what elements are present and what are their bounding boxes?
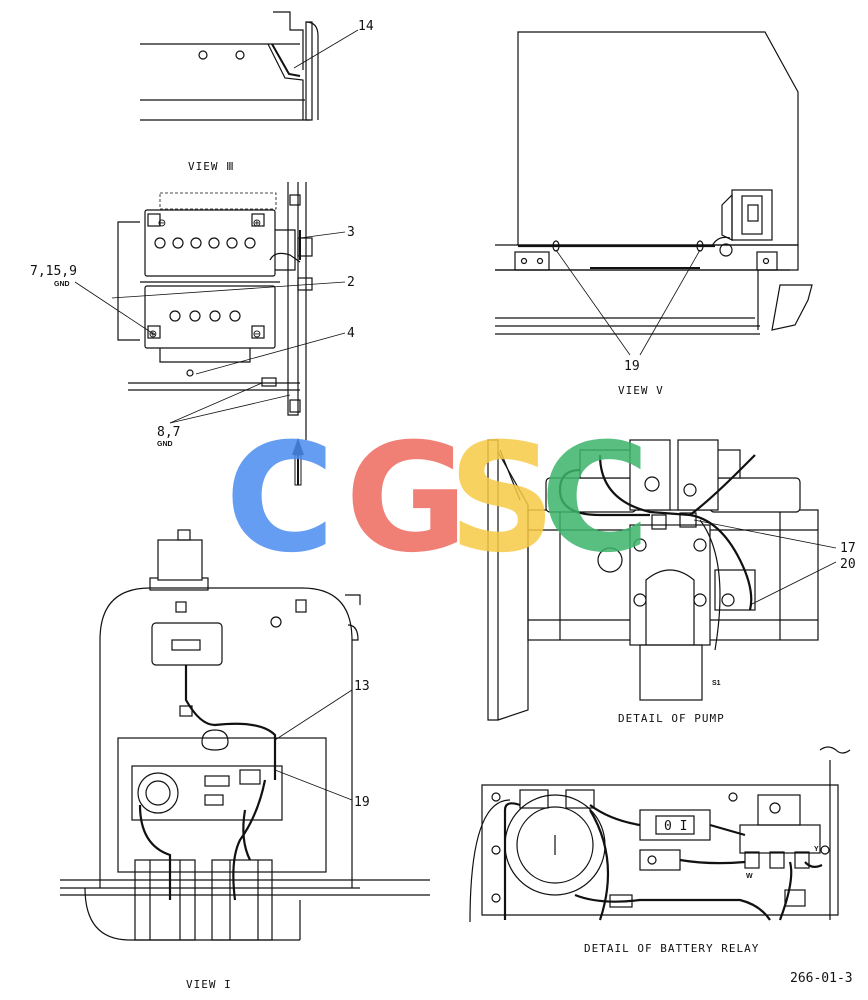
leader-8-7-a <box>169 382 263 424</box>
callout-8-7-gnd: GND <box>157 441 173 448</box>
callout-13: 13 <box>354 679 370 694</box>
callout-7-15-9-gnd: GND <box>54 281 70 288</box>
leader-3 <box>299 231 346 239</box>
battery-drawing <box>117 182 313 440</box>
terminal-plus-top: ⊕ <box>253 216 261 231</box>
watermark-letter-c1: C <box>225 412 335 586</box>
callout-4: 4 <box>347 326 355 341</box>
relay-terminal-y: Y <box>814 846 819 853</box>
view-5-drawing <box>495 31 813 335</box>
callout-20: 20 <box>840 557 856 572</box>
terminal-plus-bottom: ⊕ <box>149 327 157 342</box>
callout-19-view-5: 19 <box>624 359 640 374</box>
view-1-drawing <box>60 529 430 941</box>
callout-14: 14 <box>358 19 374 34</box>
leader-19-a-right <box>639 249 701 356</box>
terminal-minus-bottom: ⊖ <box>253 327 261 342</box>
battery-relay-drawing <box>469 746 851 923</box>
leader-14 <box>293 29 359 69</box>
pump-port-s1: S1 <box>712 680 721 687</box>
leader-13 <box>274 689 353 741</box>
caption-view-1: VIEW I <box>186 978 232 991</box>
leader-20 <box>749 561 837 606</box>
callout-8-7: 8,7 <box>157 425 180 440</box>
pump-drawing <box>487 439 819 721</box>
view-3-drawing <box>140 11 319 121</box>
watermark-letter-c2: C <box>540 412 650 586</box>
caption-detail-of-battery-relay: DETAIL OF BATTERY RELAY <box>584 942 759 955</box>
caption-detail-of-pump: DETAIL OF PUMP <box>618 712 725 725</box>
leader-2 <box>111 281 346 299</box>
drawing-number: 266-01-3 <box>790 971 853 986</box>
leader-17 <box>693 519 837 549</box>
leader-4 <box>195 332 346 375</box>
leader-7-15-9 <box>74 281 156 336</box>
callout-17: 17 <box>840 541 856 556</box>
watermark-letter-s: S <box>448 412 556 586</box>
watermark-letter-g: G <box>345 412 468 586</box>
callout-19-view-1: 19 <box>354 795 370 810</box>
leader-8-7-b <box>169 394 291 424</box>
caption-view-3: VIEW Ⅲ <box>188 160 235 173</box>
watermark-cgsc: C G S C <box>225 412 650 586</box>
caption-view-5: VIEW V <box>618 384 664 397</box>
relay-code-label: 0 I <box>664 819 687 834</box>
leader-19-a-left <box>555 249 631 356</box>
callout-7-15-9: 7,15,9 <box>30 264 77 279</box>
view-arrow <box>292 438 304 486</box>
callout-3: 3 <box>347 225 355 240</box>
callout-2: 2 <box>347 275 355 290</box>
leader-19-b <box>274 769 353 801</box>
relay-terminal-w: W <box>746 873 753 880</box>
terminal-minus-top: ⊖ <box>158 216 166 231</box>
